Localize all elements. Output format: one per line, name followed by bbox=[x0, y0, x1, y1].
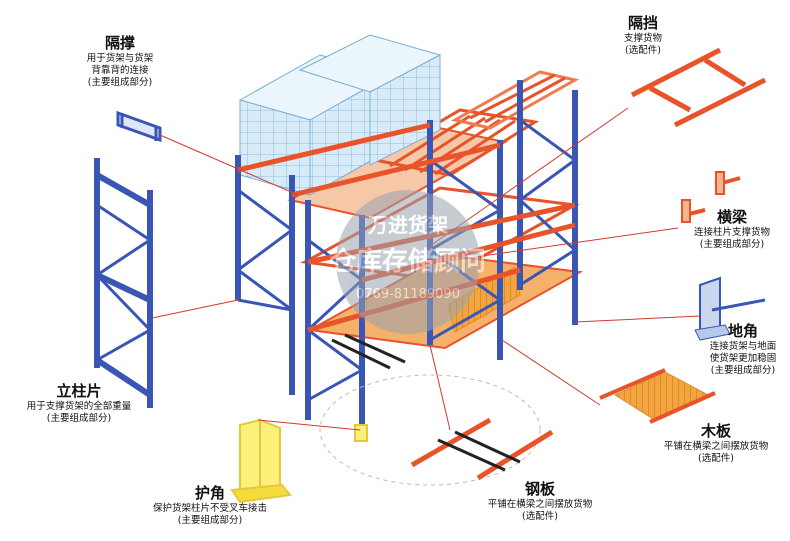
label-lizhupian-note: (主要组成部分) bbox=[46, 412, 112, 424]
label-dijiao-desc: 连接货架与地面 bbox=[709, 340, 777, 352]
label-gangban: 钢板 平铺在横梁之间摆放货物 (选配件) bbox=[470, 480, 610, 523]
label-dijiao-title: 地角 bbox=[727, 322, 758, 340]
leader-lines bbox=[151, 107, 701, 431]
label-dijiao: 地角 连接货架与地面 使货架更加稳固 (主要组成部分) bbox=[696, 322, 790, 376]
label-gedang-desc: 支撑货物 bbox=[623, 32, 662, 44]
label-dijiao-note: (主要组成部分) bbox=[710, 364, 776, 376]
label-gecheng-note: (主要组成部分) bbox=[87, 76, 153, 88]
label-gangban-desc: 平铺在横梁之间摆放货物 bbox=[487, 498, 593, 510]
watermark-brand: 万进货架 bbox=[367, 213, 448, 237]
watermark-phone: 0769-81189090 bbox=[356, 287, 460, 302]
label-gecheng-desc: 用于货架与货架 bbox=[86, 52, 154, 64]
label-gecheng-desc2: 背靠背的连接 bbox=[91, 64, 149, 76]
watermark: 万进货架 仓库存储顾问 0769-81189090 bbox=[329, 190, 486, 334]
corner-guard-part bbox=[230, 418, 292, 504]
label-gecheng: 隔撑 用于货架与货架 背靠背的连接 (主要组成部分) bbox=[60, 34, 180, 88]
row-spacer-part bbox=[116, 110, 162, 143]
upright-frame-part bbox=[94, 158, 153, 408]
label-hengliang-desc: 连接柱片支撑货物 bbox=[693, 226, 770, 238]
label-hujiao-desc: 保护货架柱片不受叉车接击 bbox=[152, 502, 267, 514]
label-hengliang-title: 横梁 bbox=[716, 208, 747, 226]
label-dijiao-desc2: 使货架更加稳固 bbox=[709, 352, 777, 364]
label-lizhupian-title: 立柱片 bbox=[56, 382, 102, 400]
label-muban-title: 木板 bbox=[700, 422, 731, 440]
label-lizhupian-desc: 用于支撑货架的全部重量 bbox=[26, 400, 132, 412]
label-gedang-note: (选配件) bbox=[625, 44, 661, 56]
base-plate-part bbox=[694, 276, 766, 341]
wood-deck-part bbox=[599, 368, 716, 424]
label-hujiao: 护角 保护货架柱片不受叉车接击 (主要组成部分) bbox=[120, 484, 300, 527]
label-hengliang: 横梁 连接柱片支撑货物 (主要组成部分) bbox=[674, 208, 790, 251]
steel-deck-part bbox=[410, 417, 554, 481]
label-hujiao-note: (主要组成部分) bbox=[177, 514, 243, 526]
label-gedang-title: 隔挡 bbox=[627, 14, 658, 32]
watermark-slogan: 仓库存储顾问 bbox=[329, 246, 486, 277]
label-muban: 木板 平铺在横梁之间摆放货物 (选配件) bbox=[646, 422, 786, 465]
pallet-support-part bbox=[630, 47, 767, 128]
floor-highlight bbox=[319, 374, 541, 486]
label-gangban-note: (选配件) bbox=[522, 510, 558, 522]
label-lizhupian: 立柱片 用于支撑货架的全部重量 (主要组成部分) bbox=[6, 382, 152, 425]
label-muban-note: (选配件) bbox=[698, 452, 734, 464]
label-muban-desc: 平铺在横梁之间摆放货物 bbox=[663, 440, 769, 452]
label-hujiao-title: 护角 bbox=[194, 484, 225, 502]
label-gedang: 隔挡 支撑货物 (选配件) bbox=[598, 14, 688, 57]
label-hengliang-note: (主要组成部分) bbox=[699, 238, 765, 250]
label-gecheng-title: 隔撑 bbox=[104, 34, 135, 52]
label-gangban-title: 钢板 bbox=[524, 480, 555, 498]
